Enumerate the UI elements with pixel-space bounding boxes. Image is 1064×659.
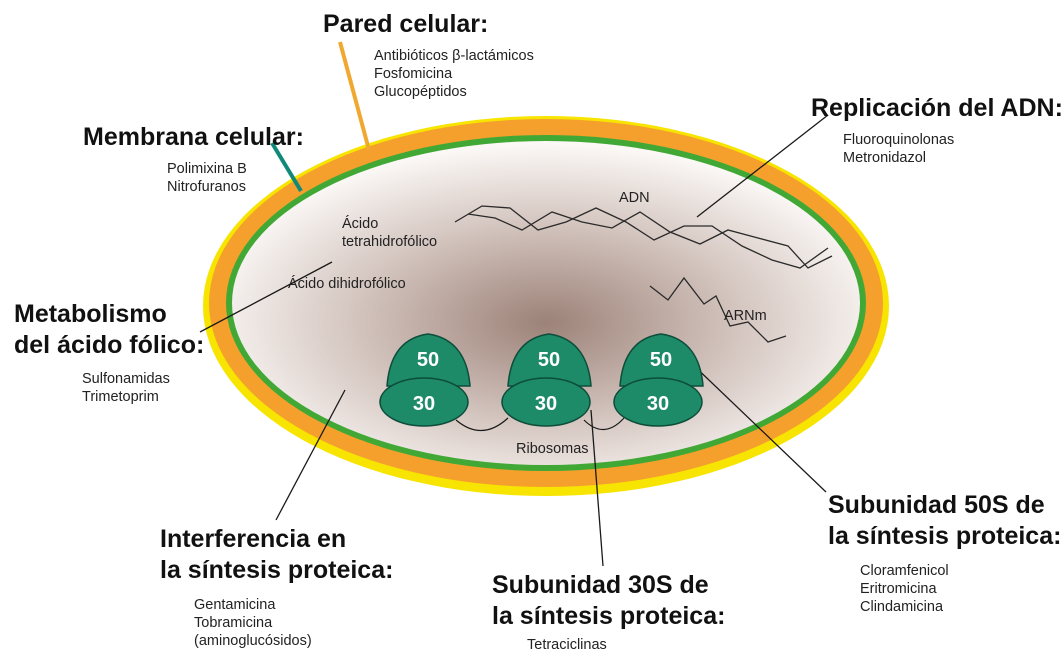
heading-line: la síntesis proteica: <box>492 602 726 630</box>
ribosome-30s-subunit <box>613 377 703 427</box>
drug-item: Trimetoprim <box>82 389 159 405</box>
heading-line: Interferencia en <box>160 525 347 553</box>
replicacion-adn-heading: Replicación del ADN: <box>811 94 1063 122</box>
membrana-celular-heading: Membrana celular: <box>83 123 304 151</box>
drug-item: Antibióticos β-lactámicos <box>374 48 534 64</box>
heading-line: Subunidad 50S de <box>828 491 1045 519</box>
drug-item: Nitrofuranos <box>167 179 246 195</box>
heading-line: la síntesis proteica: <box>828 522 1062 550</box>
metabolismo-leader-line <box>199 261 333 333</box>
heading-line: la síntesis proteica: <box>160 556 394 584</box>
subunidad-30s-drug-list: Tetraciclinas <box>527 636 607 654</box>
ribosome-50-label: 50 <box>538 349 560 371</box>
pared-celular-drug-list: Antibióticos β-lactámicos Fosfomicina Gl… <box>374 47 534 101</box>
ribosome-30s-subunit <box>379 377 469 427</box>
dna-strand-b <box>467 211 833 269</box>
pared-leader-line <box>338 41 371 151</box>
drug-item: Metronidazol <box>843 150 927 166</box>
heading-line: del ácido fólico: <box>14 331 205 359</box>
drug-item: Clindamicina <box>860 599 944 615</box>
drug-item: Cloramfenicol <box>860 563 949 579</box>
membrana-leader-line <box>270 141 303 193</box>
metabolismo-folico-drug-list: Sulfonamidas Trimetoprim <box>82 370 170 406</box>
ribosome-50-label: 50 <box>650 349 672 371</box>
drug-item: Tobramicina <box>194 615 273 631</box>
tetrahydrofolic-acid-label-line2: tetrahidrofólico <box>342 234 438 250</box>
drug-item: Polimixina B <box>167 161 247 177</box>
ribosome-connector <box>455 417 509 432</box>
mrna-label: ARNm <box>724 308 767 324</box>
tetrahydrofolic-acid-label-line1: Ácido <box>342 216 379 232</box>
dna-label: ADN <box>619 190 650 206</box>
subunidad-50s-drug-list: Cloramfenicol Eritromicina Clindamicina <box>860 562 949 616</box>
ribosome-2: 50 30 <box>501 333 592 427</box>
ribosome-1: 50 30 <box>379 333 471 427</box>
interferencia-sintesis-drug-list: Gentamicina Tobramicina (aminoglucósidos… <box>194 596 312 650</box>
pared-celular-heading: Pared celular: <box>323 10 489 38</box>
subunidad-50s-heading: Subunidad 50S de la síntesis proteica: <box>828 490 1061 552</box>
drug-item: Glucopéptidos <box>374 84 467 100</box>
membrana-celular-drug-list: Polimixina B Nitrofuranos <box>167 160 247 196</box>
sub30-leader-line <box>590 409 604 567</box>
ribosome-50-label: 50 <box>417 349 439 371</box>
drug-item: Tetraciclinas <box>527 637 607 653</box>
ribosome-30s-subunit <box>501 377 591 427</box>
ribosome-50s-subunit <box>386 333 471 387</box>
ribosome-50s-subunit <box>507 333 592 387</box>
drug-item: Sulfonamidas <box>82 371 170 387</box>
subunidad-30s-heading: Subunidad 30S de la síntesis proteica: <box>492 570 725 632</box>
mrna-strand <box>649 276 787 343</box>
dna-strand-a <box>454 205 829 269</box>
ribosome-30-label: 30 <box>535 393 557 415</box>
sub50-leader-line <box>687 359 827 493</box>
interferencia-leader-line <box>275 389 346 521</box>
heading-line: Subunidad 30S de <box>492 571 709 599</box>
ribosome-30-label: 30 <box>647 393 669 415</box>
ribosome-connector <box>583 417 625 431</box>
replicacion-leader-line <box>696 114 829 218</box>
drug-item: Gentamicina <box>194 597 276 613</box>
drug-item: (aminoglucósidos) <box>194 633 312 649</box>
drug-item: Eritromicina <box>860 581 937 597</box>
heading-line: Metabolismo <box>14 300 167 328</box>
ribosome-50s-subunit <box>619 333 704 387</box>
ribosome-3: 50 30 <box>613 333 704 427</box>
metabolismo-folico-heading: Metabolismo del ácido fólico: <box>14 299 204 361</box>
interferencia-sintesis-heading: Interferencia en la síntesis proteica: <box>160 524 393 586</box>
ribosome-30-label: 30 <box>413 393 435 415</box>
dihydrofolic-acid-label: Ácido dihidrofólico <box>288 276 406 292</box>
replicacion-adn-drug-list: Fluoroquinolonas Metronidazol <box>843 131 954 167</box>
drug-item: Fosfomicina <box>374 66 453 82</box>
drug-item: Fluoroquinolonas <box>843 132 955 148</box>
ribosomes-label: Ribosomas <box>516 441 589 457</box>
